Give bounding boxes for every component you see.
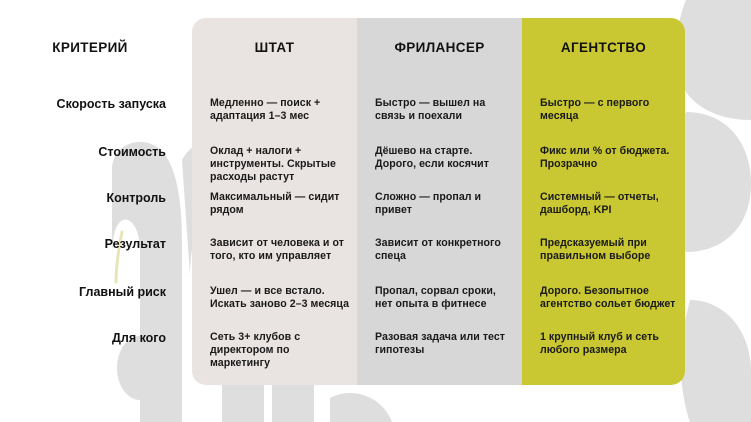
column-header-agency: АГЕНТСТВО <box>560 40 647 55</box>
row-label-result: Результат <box>104 237 166 251</box>
cell-agency-audience: 1 крупный клуб и сеть любого размера <box>540 331 659 357</box>
cell-freelance-result: Зависит от конкретного спеца <box>375 237 501 263</box>
cell-staff-control: Максимальный — сидит рядом <box>210 191 340 217</box>
column-background-freelance <box>357 18 522 385</box>
column-background-agency <box>522 18 685 385</box>
column-header-freelance: ФРИЛАНСЕР <box>394 40 485 55</box>
cell-agency-result: Предсказуемый при правильном выборе <box>540 237 651 263</box>
cell-staff-cost: Оклад + налоги + инструменты. Скрытые ра… <box>210 145 336 184</box>
cell-agency-speed: Быстро — с первого месяца <box>540 97 650 123</box>
row-label-audience: Для кого <box>111 331 166 345</box>
cell-freelance-speed: Быстро — вышел на связь и поехали <box>375 97 486 123</box>
row-label-control: Контроль <box>106 191 166 205</box>
row-label-speed: Скорость запуска <box>56 97 166 111</box>
cell-staff-result: Зависит от человека и от того, кто им уп… <box>210 237 344 263</box>
cell-agency-control: Системный — отчеты, дашборд, KPI <box>540 191 659 217</box>
cell-freelance-audience: Разовая задача или тест гипотезы <box>375 331 506 357</box>
cell-agency-cost: Фикс или % от бюджета. Прозрачно <box>540 145 670 171</box>
column-header-staff: ШТАТ <box>254 40 295 55</box>
cell-freelance-cost: Дёшево на старте. Дорого, если косячит <box>375 145 489 171</box>
row-label-cost: Стоимость <box>98 145 166 159</box>
cell-staff-audience: Сеть 3+ клубов с директором по маркетинг… <box>210 331 301 370</box>
column-header-criterion: КРИТЕРИЙ <box>52 40 128 55</box>
cell-freelance-main-risk: Пропал, сорвал сроки, нет опыта в фитнес… <box>375 285 496 311</box>
cell-freelance-control: Сложно — пропал и привет <box>375 191 482 217</box>
cell-staff-speed: Медленно — поиск + адаптация 1–3 мес <box>210 97 321 123</box>
cell-agency-main-risk: Дорого. Безопытное агентство сольет бюдж… <box>540 285 676 311</box>
row-label-main-risk: Главный риск <box>79 285 166 299</box>
cell-staff-main-risk: Ушел — и все встало. Искать заново 2–3 м… <box>210 285 350 311</box>
